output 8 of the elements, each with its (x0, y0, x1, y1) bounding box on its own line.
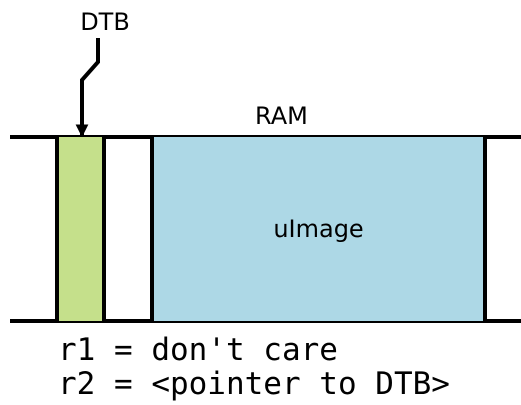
region-label: RAM (255, 102, 308, 130)
memory-block (55, 137, 106, 321)
text-label: uImage (272, 215, 365, 243)
arrow (76, 38, 100, 138)
register-note: r1 = don't care (58, 333, 339, 367)
text-label: DTB (79, 8, 131, 36)
memory-block (150, 137, 487, 321)
register-note: r2 = <pointer to DTB> (58, 367, 450, 401)
